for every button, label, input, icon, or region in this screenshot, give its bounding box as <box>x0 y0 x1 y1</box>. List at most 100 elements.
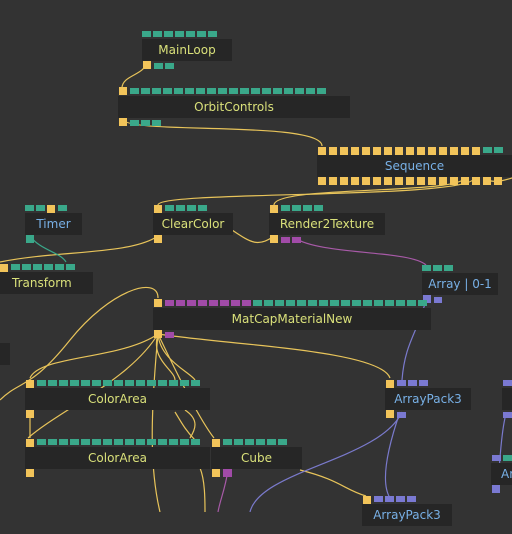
input-port[interactable] <box>253 300 262 306</box>
exec-output-port[interactable] <box>406 177 414 185</box>
input-port[interactable] <box>153 31 162 37</box>
output-port[interactable] <box>141 120 150 126</box>
input-port[interactable] <box>92 439 101 445</box>
input-port[interactable] <box>59 380 68 386</box>
input-port[interactable] <box>444 265 453 271</box>
output-port[interactable] <box>26 235 34 243</box>
input-port[interactable] <box>196 88 205 94</box>
input-port[interactable] <box>396 300 405 306</box>
array-input-port[interactable] <box>492 455 501 461</box>
node-colorarea-2[interactable]: ColorArea <box>25 437 210 477</box>
exec-output-port[interactable] <box>483 177 491 185</box>
exec-input-port[interactable] <box>318 147 326 155</box>
input-port[interactable] <box>330 300 339 306</box>
input-port[interactable] <box>36 205 45 211</box>
input-port[interactable] <box>251 88 260 94</box>
input-port[interactable] <box>103 439 112 445</box>
exec-output-port[interactable] <box>329 177 337 185</box>
exec-input-port[interactable] <box>340 147 348 155</box>
input-port[interactable] <box>352 300 361 306</box>
input-port[interactable] <box>142 31 151 37</box>
node-matcap[interactable]: MatCapMaterialNew <box>153 298 431 338</box>
output-port[interactable] <box>130 120 139 126</box>
input-port[interactable] <box>114 439 123 445</box>
exec-output-port[interactable] <box>340 177 348 185</box>
node-partial-right-b[interactable]: Ar <box>491 453 512 493</box>
texture-output-port[interactable] <box>292 237 301 243</box>
exec-input-port[interactable] <box>439 147 447 155</box>
exec-input-port[interactable] <box>26 439 34 447</box>
output-port[interactable] <box>154 63 163 69</box>
input-port[interactable] <box>229 88 238 94</box>
input-port[interactable] <box>180 380 189 386</box>
exec-input-port[interactable] <box>461 147 469 155</box>
exec-output-port[interactable] <box>494 177 502 185</box>
input-port[interactable] <box>22 264 31 270</box>
input-port[interactable] <box>223 439 232 445</box>
array-output-port[interactable] <box>397 412 406 418</box>
input-port[interactable] <box>187 205 196 211</box>
exec-output-port[interactable] <box>26 469 34 477</box>
input-port[interactable] <box>422 265 431 271</box>
exec-output-port[interactable] <box>386 410 394 418</box>
exec-input-port[interactable] <box>270 205 278 213</box>
exec-input-port[interactable] <box>417 147 425 155</box>
input-port[interactable] <box>407 300 416 306</box>
input-port[interactable] <box>66 264 75 270</box>
input-port[interactable] <box>363 300 372 306</box>
exec-output-port[interactable] <box>143 61 151 69</box>
input-port[interactable] <box>306 88 315 94</box>
array-input-port[interactable] <box>419 380 428 386</box>
input-port[interactable] <box>48 439 57 445</box>
input-port[interactable] <box>433 265 442 271</box>
input-port[interactable] <box>234 439 243 445</box>
input-port[interactable] <box>136 380 145 386</box>
input-port[interactable] <box>158 439 167 445</box>
array-input-port[interactable] <box>385 496 394 502</box>
exec-output-port[interactable] <box>450 177 458 185</box>
input-port[interactable] <box>303 205 312 211</box>
array-input-port[interactable] <box>396 496 405 502</box>
node-arraypack3-a[interactable]: ArrayPack3 <box>385 378 471 418</box>
exec-input-port[interactable] <box>26 380 34 388</box>
node-render2texture[interactable]: Render2Texture <box>269 203 385 243</box>
input-port[interactable] <box>169 380 178 386</box>
texture-input-port[interactable] <box>198 300 207 306</box>
exec-input-port[interactable] <box>47 205 55 213</box>
exec-input-port[interactable] <box>450 147 458 155</box>
input-port[interactable] <box>175 31 184 37</box>
input-port[interactable] <box>314 205 323 211</box>
texture-input-port[interactable] <box>231 300 240 306</box>
exec-input-port[interactable] <box>472 147 480 155</box>
exec-input-port[interactable] <box>0 264 8 272</box>
exec-output-port[interactable] <box>362 177 370 185</box>
exec-output-port[interactable] <box>119 118 127 126</box>
input-port[interactable] <box>37 439 46 445</box>
input-port[interactable] <box>385 300 394 306</box>
input-port[interactable] <box>158 380 167 386</box>
input-port[interactable] <box>48 380 57 386</box>
exec-output-port[interactable] <box>212 469 220 477</box>
input-port[interactable] <box>273 88 282 94</box>
texture-input-port[interactable] <box>220 300 229 306</box>
input-port[interactable] <box>256 439 265 445</box>
input-port[interactable] <box>503 455 512 461</box>
exec-output-port[interactable] <box>472 177 480 185</box>
array-input-port[interactable] <box>408 380 417 386</box>
texture-input-port[interactable] <box>242 300 251 306</box>
input-port[interactable] <box>11 264 20 270</box>
input-port[interactable] <box>152 88 161 94</box>
node-array[interactable]: Array | 0-1 <box>422 263 498 303</box>
input-port[interactable] <box>191 439 200 445</box>
input-port[interactable] <box>208 31 217 37</box>
exec-output-port[interactable] <box>26 410 34 418</box>
array-input-port[interactable] <box>407 496 416 502</box>
exec-input-port[interactable] <box>154 205 162 213</box>
texture-input-port[interactable] <box>165 300 174 306</box>
input-port[interactable] <box>147 380 156 386</box>
input-port[interactable] <box>267 439 276 445</box>
node-orbitcontrols[interactable]: OrbitControls <box>118 86 350 126</box>
input-port[interactable] <box>494 147 503 153</box>
geometry-output-port[interactable] <box>223 469 232 477</box>
input-port[interactable] <box>70 380 79 386</box>
